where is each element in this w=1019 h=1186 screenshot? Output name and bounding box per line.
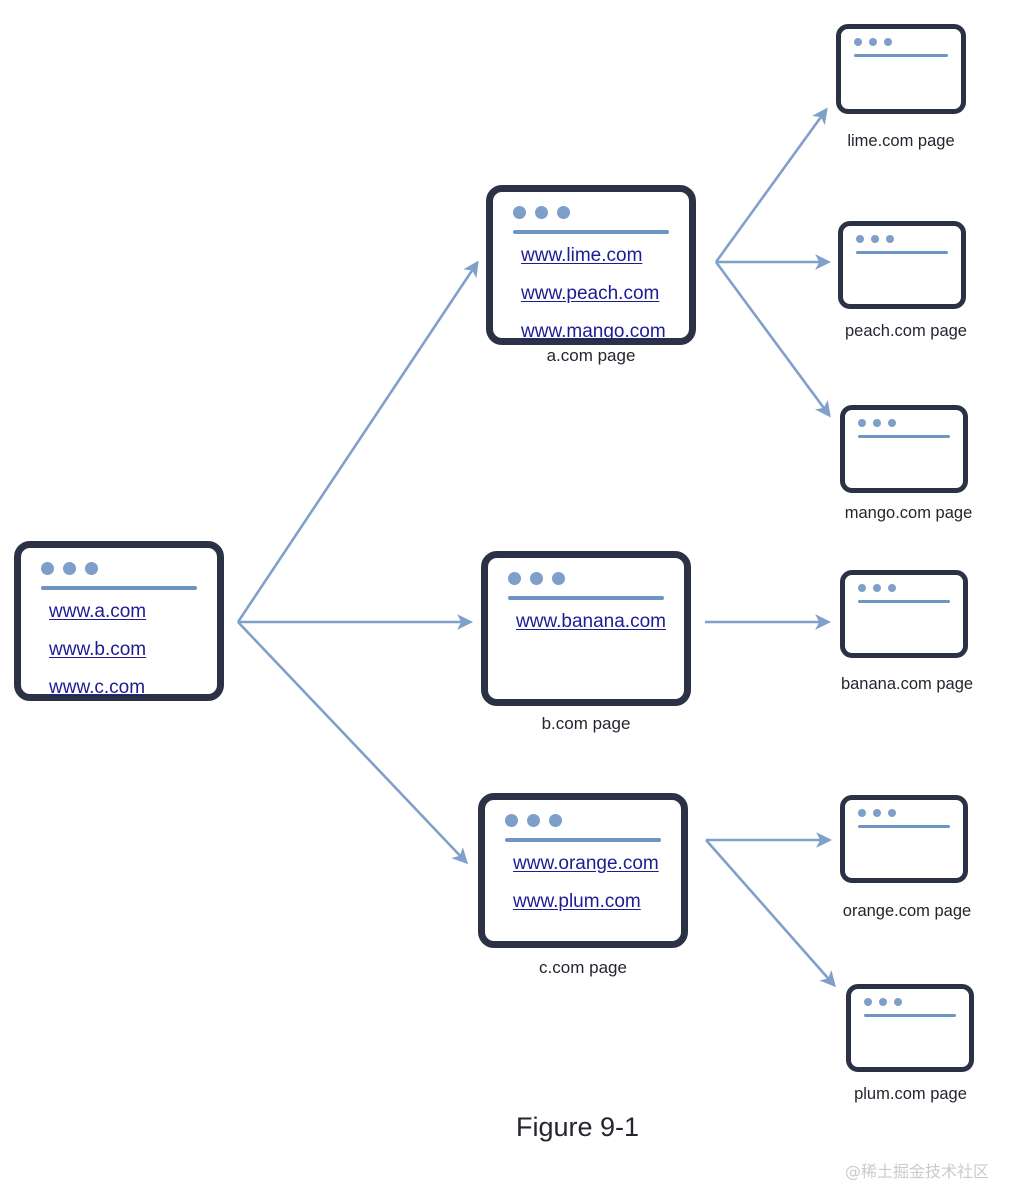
- caption-mango-com-page: mango.com page: [844, 504, 973, 522]
- dot-1-icon: [858, 584, 866, 592]
- edge-root-to-a: [236, 260, 479, 623]
- titlebar-dots: [858, 809, 896, 817]
- dot-2-icon: [527, 814, 540, 827]
- dot-2-icon: [873, 419, 881, 427]
- address-bar[interactable]: [41, 586, 197, 590]
- dot-2-icon: [871, 235, 879, 243]
- titlebar-dots: [858, 419, 896, 427]
- titlebar-dots: [858, 584, 896, 592]
- dot-1-icon: [508, 572, 521, 585]
- link-www-a-com[interactable]: www.a.com: [49, 601, 147, 622]
- caption-orange-com-page: orange.com page: [842, 902, 972, 920]
- lime-com-page-window[interactable]: [836, 24, 966, 114]
- dot-3-icon: [552, 572, 565, 585]
- edge-a-to-lime: [714, 107, 828, 263]
- orange-com-page-window[interactable]: [840, 795, 968, 883]
- dot-1-icon: [41, 562, 54, 575]
- dot-3-icon: [894, 998, 902, 1006]
- caption-b-com-page: b.com page: [541, 714, 631, 733]
- titlebar-dots: [505, 814, 562, 827]
- c-com-page-window[interactable]: www.orange.com www.plum.com: [478, 793, 688, 948]
- address-bar[interactable]: [854, 54, 948, 57]
- titlebar-dots: [41, 562, 98, 575]
- address-bar[interactable]: [513, 230, 669, 234]
- caption-banana-com-page: banana.com page: [840, 675, 974, 693]
- watermark: @稀土掘金技术社区: [845, 1162, 990, 1181]
- dot-3-icon: [549, 814, 562, 827]
- link-www-c-com[interactable]: www.c.com: [49, 676, 146, 698]
- a-com-page-window[interactable]: www.lime.com www.peach.com www.mango.com: [486, 185, 696, 345]
- dot-1-icon: [854, 38, 862, 46]
- link-www-banana-com[interactable]: www.banana.com: [516, 611, 666, 632]
- peach-com-page-window[interactable]: [838, 221, 966, 309]
- link-list: www.a.com www.b.com www.c.com: [49, 602, 203, 716]
- link-www-peach-com[interactable]: www.peach.com: [521, 282, 660, 304]
- dot-3-icon: [557, 206, 570, 219]
- caption-peach-com-page: peach.com page: [844, 322, 967, 340]
- address-bar[interactable]: [858, 435, 950, 438]
- caption-plum-com-page: plum.com page: [854, 1085, 967, 1103]
- address-bar[interactable]: [505, 838, 661, 842]
- mango-com-page-window[interactable]: [840, 405, 968, 493]
- dot-3-icon: [85, 562, 98, 575]
- dot-3-icon: [888, 419, 896, 427]
- b-com-page-window[interactable]: www.banana.com: [481, 551, 691, 706]
- caption-c-com-page: c.com page: [539, 958, 627, 977]
- link-list: www.banana.com: [516, 612, 670, 650]
- address-bar[interactable]: [856, 251, 948, 254]
- banana-com-page-window[interactable]: [840, 570, 968, 658]
- link-www-lime-com[interactable]: www.lime.com: [521, 245, 643, 266]
- dot-1-icon: [856, 235, 864, 243]
- plum-com-page-window[interactable]: [846, 984, 974, 1072]
- titlebar-dots: [513, 206, 570, 219]
- dot-1-icon: [858, 809, 866, 817]
- titlebar-dots: [864, 998, 902, 1006]
- dot-1-icon: [505, 814, 518, 827]
- dot-3-icon: [888, 809, 896, 817]
- link-www-plum-com[interactable]: www.plum.com: [513, 890, 641, 912]
- address-bar[interactable]: [858, 825, 950, 828]
- titlebar-dots: [856, 235, 894, 243]
- dot-1-icon: [864, 998, 872, 1006]
- address-bar[interactable]: [508, 596, 664, 600]
- caption-lime-com-page: lime.com page: [847, 132, 955, 150]
- dot-2-icon: [873, 809, 881, 817]
- root-page-window[interactable]: www.a.com www.b.com www.c.com: [14, 541, 224, 701]
- dot-2-icon: [530, 572, 543, 585]
- link-list: www.orange.com www.plum.com: [513, 854, 667, 930]
- dot-2-icon: [63, 562, 76, 575]
- edge-a-to-mango: [714, 261, 831, 418]
- dot-1-icon: [513, 206, 526, 219]
- dot-2-icon: [535, 206, 548, 219]
- link-www-orange-com[interactable]: www.orange.com: [513, 853, 659, 874]
- edge-root-to-c: [237, 621, 469, 865]
- figure-label: Figure 9-1: [516, 1112, 640, 1142]
- address-bar[interactable]: [864, 1014, 956, 1017]
- dot-1-icon: [858, 419, 866, 427]
- link-list: www.lime.com www.peach.com www.mango.com: [521, 246, 675, 360]
- dot-2-icon: [869, 38, 877, 46]
- caption-a-com-page: a.com page: [546, 346, 636, 365]
- titlebar-dots: [854, 38, 892, 46]
- titlebar-dots: [508, 572, 565, 585]
- dot-3-icon: [884, 38, 892, 46]
- dot-3-icon: [888, 584, 896, 592]
- address-bar[interactable]: [858, 600, 950, 603]
- dot-2-icon: [873, 584, 881, 592]
- link-www-mango-com[interactable]: www.mango.com: [521, 320, 666, 342]
- dot-3-icon: [886, 235, 894, 243]
- dot-2-icon: [879, 998, 887, 1006]
- link-www-b-com[interactable]: www.b.com: [49, 638, 147, 660]
